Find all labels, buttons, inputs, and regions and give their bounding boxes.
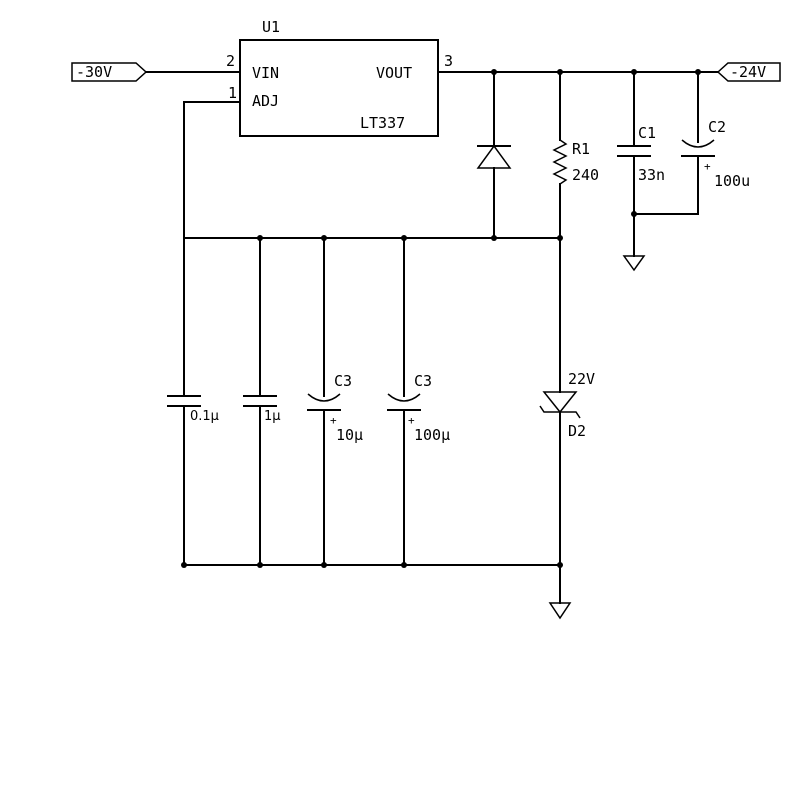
ground-symbol-top bbox=[622, 255, 646, 272]
resistor-r1[interactable]: R1 240 bbox=[552, 71, 599, 239]
output-port[interactable]: -24V bbox=[716, 62, 781, 82]
junction-dot bbox=[557, 562, 563, 568]
junction-dot bbox=[557, 69, 563, 75]
junction-dot bbox=[401, 562, 407, 568]
output-port-label: -24V bbox=[730, 63, 766, 81]
junction-dot bbox=[695, 69, 701, 75]
input-port-label: -30V bbox=[76, 63, 112, 81]
regulator-ref: U1 bbox=[262, 18, 280, 36]
pin-vin-number: 2 bbox=[226, 52, 235, 70]
junction-dot bbox=[631, 211, 637, 217]
adj-cap-3[interactable]: C3 + 10µ bbox=[307, 237, 363, 566]
c1-ref: C1 bbox=[638, 124, 656, 142]
adj-cap-4-curved-plate bbox=[387, 393, 421, 402]
input-port[interactable]: -30V bbox=[71, 62, 148, 82]
ground-symbol-bottom bbox=[548, 602, 572, 620]
pin-vout-number: 3 bbox=[444, 52, 453, 70]
capacitor-c2[interactable]: C2 + 100u bbox=[681, 71, 750, 215]
adj-cap-2[interactable]: 1µ bbox=[243, 237, 281, 566]
c2-ref: C2 bbox=[708, 118, 726, 136]
d2-ref: D2 bbox=[568, 422, 586, 440]
adj-cap-1-value: 0.1µ bbox=[190, 409, 219, 424]
adj-cap-3-plus: + bbox=[330, 414, 337, 427]
junction-dot bbox=[557, 235, 563, 241]
zener-d2[interactable]: 22V D2 bbox=[539, 237, 595, 604]
c1-value: 33n bbox=[638, 166, 665, 184]
regulator-body bbox=[239, 39, 439, 137]
adj-cap-3-curved-plate bbox=[307, 393, 341, 402]
c2-plus: + bbox=[704, 160, 711, 173]
adj-cap-3-ref: C3 bbox=[334, 372, 352, 390]
r1-zigzag bbox=[552, 139, 568, 185]
wire-adj bbox=[183, 101, 241, 239]
input-port-flag bbox=[71, 62, 148, 82]
junction-dot bbox=[321, 235, 327, 241]
c2-curved-plate bbox=[681, 139, 715, 148]
adj-cap-4-ref: C3 bbox=[414, 372, 432, 390]
junction-dots bbox=[181, 69, 701, 568]
pin-adj-label: ADJ bbox=[252, 92, 279, 110]
adj-cap-4[interactable]: C3 + 100µ bbox=[387, 237, 450, 566]
junction-dot bbox=[257, 562, 263, 568]
d2-triangle bbox=[542, 391, 578, 414]
junction-dot bbox=[491, 235, 497, 241]
junction-dot bbox=[631, 69, 637, 75]
pin-vout-label: VOUT bbox=[376, 64, 412, 82]
regulator-u1[interactable]: U1 LT337 VIN ADJ VOUT 2 1 3 bbox=[226, 18, 453, 137]
junction-dot bbox=[491, 69, 497, 75]
pin-adj-number: 1 bbox=[228, 84, 237, 102]
junction-dot bbox=[401, 235, 407, 241]
adj-cap-4-value: 100µ bbox=[414, 426, 450, 444]
junction-dot bbox=[321, 562, 327, 568]
r1-ref: R1 bbox=[572, 140, 590, 158]
capacitor-c1[interactable]: C1 33n bbox=[617, 71, 665, 215]
adj-cap-3-value: 10µ bbox=[336, 426, 363, 444]
junction-dot bbox=[257, 235, 263, 241]
r1-value: 240 bbox=[572, 166, 599, 184]
c2-value: 100u bbox=[714, 172, 750, 190]
adj-cap-2-value: 1µ bbox=[264, 409, 281, 424]
d2-value: 22V bbox=[568, 370, 595, 388]
adj-cap-1[interactable]: 0.1µ bbox=[167, 237, 219, 566]
regulator-part: LT337 bbox=[360, 114, 405, 132]
adj-cap-4-plus: + bbox=[408, 414, 415, 427]
junction-dot bbox=[181, 562, 187, 568]
output-port-flag bbox=[716, 62, 781, 82]
diode-triangle bbox=[476, 144, 512, 169]
pin-vin-label: VIN bbox=[252, 64, 279, 82]
protection-diode[interactable] bbox=[476, 71, 512, 239]
